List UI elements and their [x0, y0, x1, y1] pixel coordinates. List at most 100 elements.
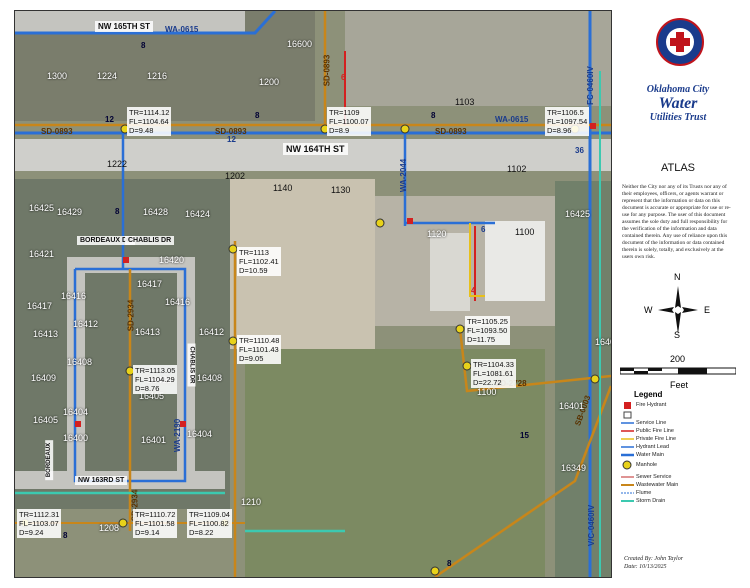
scale-bar — [620, 367, 736, 375]
address: 16416 — [61, 291, 87, 301]
road-label-nw163: NW 163RD ST — [75, 476, 128, 485]
water-main-loop — [73, 267, 187, 483]
water-main-165th — [15, 11, 277, 35]
compass-e: E — [704, 305, 711, 315]
logo-line: Utilities Trust — [649, 112, 707, 123]
road-label-chablis: CHABLIS DR — [125, 236, 175, 245]
label-wa2190: WA-2190 — [173, 418, 183, 453]
address: 1200 — [259, 77, 280, 87]
okc-seal-icon — [656, 18, 704, 66]
legend-title: Legend — [634, 390, 663, 399]
manhole-info: TR=1113 FL=1102.41 D=10.59 — [237, 247, 281, 276]
building-1100 — [485, 221, 545, 301]
address: 16425 — [565, 209, 591, 219]
address: 16428 — [143, 207, 169, 217]
manhole-info: TR=1109 FL=1100.07 D=8.9 — [327, 107, 371, 136]
address: 1100 — [515, 227, 535, 237]
created-by: Created By: John Taylor — [624, 556, 684, 562]
pipe-size-15: 15 — [520, 431, 529, 440]
credits: Created By: John Taylor Date: 10/13/2025 — [624, 555, 683, 571]
pipe-size-8f: 8 — [447, 559, 452, 568]
address: 1208 — [99, 523, 120, 533]
legend-hydrant-lead: Hydrant Lead — [636, 444, 670, 450]
pipe-size-4: 4 — [471, 286, 476, 295]
address: 16400 — [63, 433, 89, 443]
address: 16409 — [595, 337, 611, 347]
north-arrow-icon — [658, 286, 698, 334]
address: 16401 — [141, 435, 167, 445]
address: 1216 — [147, 71, 168, 81]
pipe-size-8e: 8 — [63, 531, 68, 540]
road-label-bordeaux-vertical: BORDEAUX — [45, 439, 54, 481]
label-wa0615-east: WA-0615 — [495, 115, 529, 124]
compass-n: N — [674, 272, 681, 282]
address: 1120 — [427, 229, 447, 239]
road-label-chablis-vertical: CHABLIS DR — [187, 343, 196, 387]
legend-symbols — [621, 402, 634, 502]
atlas-title: ATLAS — [660, 162, 696, 174]
address: 16417 — [27, 301, 53, 311]
label-vc0460: V/C-0460IV — [587, 504, 597, 547]
address: 1224 — [97, 71, 118, 81]
legend-sewer-service: Sewer Service — [636, 474, 672, 480]
address: 1140 — [273, 183, 293, 193]
manhole-info: TR=1110.72 FL=1101.58 D=9.14 — [133, 509, 178, 538]
label-sd0893-vertical: SD-0893 — [322, 54, 332, 87]
compass-w: W — [644, 305, 653, 315]
address: 16413 — [135, 327, 161, 337]
map-view[interactable]: NW 164TH ST NW 165TH ST NW 163RD ST BORD… — [14, 10, 612, 578]
address: 16420 — [159, 255, 185, 265]
address: 16412 — [199, 327, 225, 337]
legend-service-line: Service Line — [636, 420, 667, 426]
building-1120 — [430, 233, 470, 311]
manhole-info: TR=1110.48 FL=1101.43 D=9.05 — [237, 335, 282, 364]
pipe-size-36: 36 — [575, 146, 584, 155]
manhole-info: TR=1106.5 FL=1097.54 D=8.96 — [545, 107, 590, 136]
address: 16425 — [29, 203, 55, 213]
pipe-size-8d: 8 — [115, 207, 120, 216]
road-label-bordeaux: BORDEAUX DR — [77, 236, 136, 245]
address: 16409 — [31, 373, 57, 383]
address: 16421 — [29, 249, 55, 259]
legend-flume: Flume — [636, 490, 652, 496]
legend-fire-hydrant: Fire Hydrant — [636, 402, 667, 408]
legend-public-fire: Public Fire Line — [636, 428, 674, 434]
address: 16404 — [63, 407, 89, 417]
address: 1210 — [241, 497, 262, 507]
compass-s: S — [674, 330, 681, 340]
address: 16424 — [185, 209, 211, 219]
address: 1130 — [331, 185, 351, 195]
scale-value: 200 — [670, 354, 686, 364]
map-graphics — [15, 11, 611, 577]
manhole-info: TR=1109.04 FL=1100.82 D=8.22 — [187, 509, 232, 538]
pipe-size-6a: 6 — [341, 73, 346, 82]
manhole-info: TR=1112.31 FL=1103.07 D=9.24 — [17, 509, 62, 538]
address: 1103 — [455, 97, 475, 107]
label-wa0615-north: WA-0615 — [165, 25, 199, 34]
atlas-sidebar: Oklahoma City Water Utilities Trust ATLA… — [614, 10, 742, 576]
legend-manhole: Manhole — [636, 462, 658, 468]
logo-line: Water — [658, 95, 698, 112]
legend-wastewater-main: Wastewater Main — [636, 482, 679, 488]
address: 1102 — [507, 164, 527, 174]
scale-unit: Feet — [670, 380, 689, 390]
address: 16600 — [287, 39, 313, 49]
legend-water-main: Water Main — [636, 452, 664, 458]
address: 1300 — [47, 71, 68, 81]
legend-storm-drain: Storm Drain — [636, 498, 666, 504]
address: 16405 — [139, 391, 165, 401]
label-wa2044: WA-2044 — [399, 158, 409, 193]
address: 16429 — [57, 207, 83, 217]
address: 1222 — [107, 159, 128, 169]
manhole-info: TR=1114.12 FL=1104.64 D=9.48 — [127, 107, 172, 136]
address: 1202 — [225, 171, 246, 181]
created-date: Date: 10/13/2025 — [624, 564, 667, 570]
logo-line: Oklahoma City — [646, 84, 710, 95]
address: 16405 — [33, 415, 59, 425]
road-label-nw164: NW 164TH ST — [283, 143, 348, 155]
manhole-info: TR=1105.25 FL=1093.50 D=11.75 — [465, 316, 510, 345]
pipe-size-8a: 8 — [141, 41, 146, 50]
label-sd2934-a: SD-2934 — [126, 299, 136, 332]
manhole-info: TR=1104.33 FL=1081.61 D=22.72 — [471, 359, 516, 388]
disclaimer-text: Neither the City nor any of its Trusts n… — [622, 184, 731, 260]
